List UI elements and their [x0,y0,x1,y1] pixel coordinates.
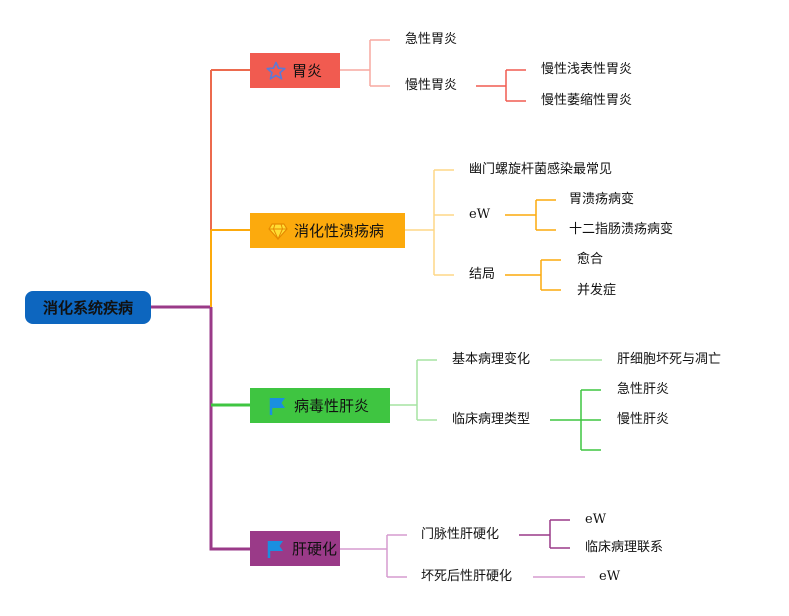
subtopic[interactable]: 急性胃炎 [405,32,458,47]
topic-label: 病毒性肝炎 [294,397,370,415]
subtopic[interactable]: 胃溃疡病变 [569,192,635,207]
subtopic[interactable]: 临床病理联系 [585,540,664,555]
subtopic[interactable]: 肝细胞坏死与凋亡 [617,352,722,367]
subtopic[interactable]: eW [585,512,607,527]
subtopic[interactable]: 慢性萎缩性胃炎 [541,93,633,108]
subtopic[interactable]: 结局 [469,267,496,282]
subtopic[interactable]: 并发症 [577,283,617,298]
subtopic[interactable]: 慢性浅表性胃炎 [541,62,633,77]
diamond-icon [268,221,288,241]
subtopic[interactable]: 坏死后性肝硬化 [421,569,513,584]
subtopic[interactable]: 门脉性肝硬化 [421,527,500,542]
subtopic[interactable]: 愈合 [577,252,604,267]
topic-label: 肝硬化 [292,540,338,558]
topic-cirrhosis[interactable]: 肝硬化 [250,531,340,566]
topic-label: 消化性溃疡病 [294,222,385,240]
topic-peptic-ulcer[interactable]: 消化性溃疡病 [250,213,405,248]
subtopic[interactable]: 基本病理变化 [452,352,531,367]
root-topic[interactable]: 消化系统疾病 [25,291,151,324]
subtopic[interactable]: 幽门螺旋杆菌感染最常见 [469,162,613,177]
topic-viral-hepatitis[interactable]: 病毒性肝炎 [250,388,390,423]
subtopic[interactable]: eW [469,207,491,222]
subtopic[interactable]: 急性肝炎 [617,382,670,397]
subtopic[interactable]: 慢性胃炎 [405,78,458,93]
topic-gastritis[interactable]: 胃炎 [250,53,340,88]
flag-icon [268,396,288,416]
subtopic[interactable]: eW [599,569,621,584]
star-icon [266,61,286,81]
topic-label: 胃炎 [292,62,323,80]
subtopic[interactable]: 临床病理类型 [452,412,531,427]
root-label: 消化系统疾病 [42,299,133,317]
subtopic[interactable]: 慢性肝炎 [617,412,670,427]
subtopic[interactable]: 十二指肠溃疡病变 [569,222,674,237]
flag-icon [266,539,286,559]
